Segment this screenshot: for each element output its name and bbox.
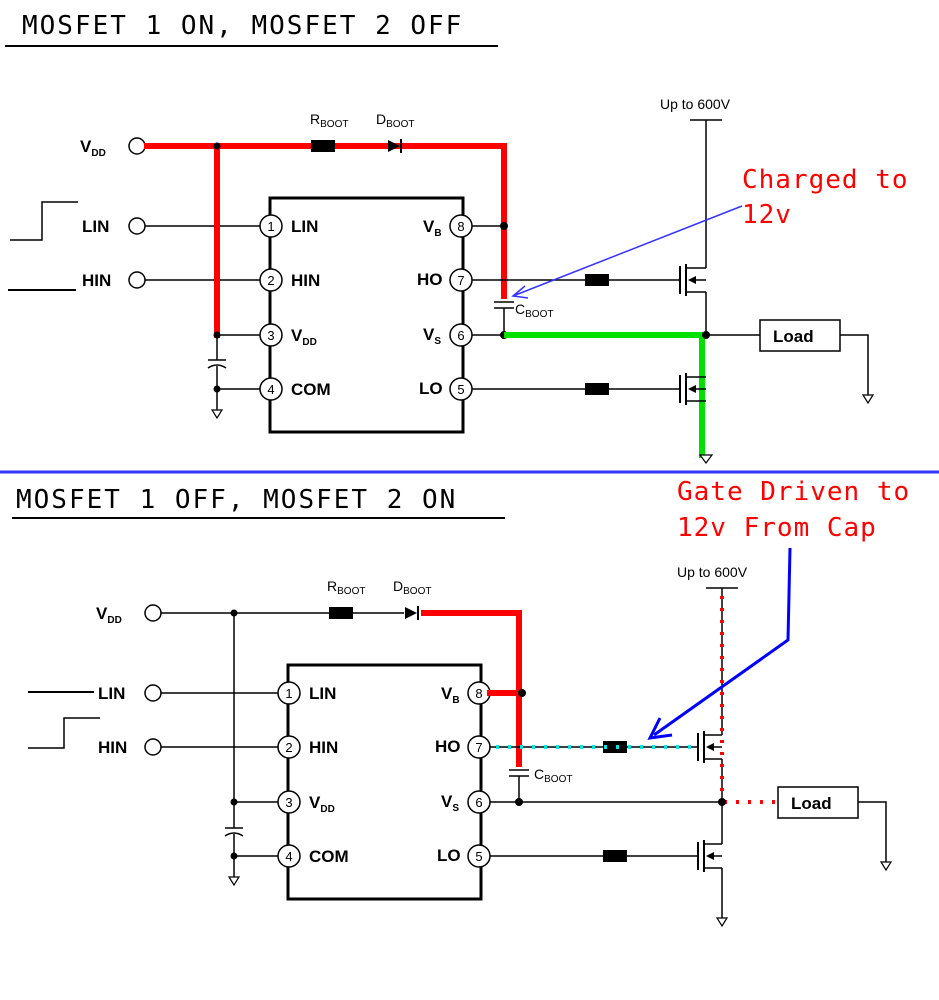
svg-text:COM: COM [309, 847, 349, 866]
svg-text:5: 5 [475, 849, 482, 864]
svg-text:2: 2 [285, 740, 292, 755]
svg-text:7: 7 [457, 273, 464, 288]
svg-text:COM: COM [291, 380, 331, 399]
svg-text:8: 8 [475, 686, 482, 701]
svg-text:LIN: LIN [98, 684, 125, 703]
bottom-supply-label: Up to 600V [677, 564, 748, 580]
svg-text:CBOOT: CBOOT [515, 301, 553, 320]
top-dboot: DBOOT [376, 111, 414, 153]
top-cboot: CBOOT [494, 301, 553, 335]
bottom-drive-path [421, 610, 522, 767]
top-supply-label: Up to 600V [660, 96, 731, 112]
bottom-panel: MOSFET 1 OFF, MOSFET 2 ON 1 LIN 2 HIN 3 … [12, 477, 910, 928]
svg-text:VB: VB [423, 217, 442, 239]
svg-text:5: 5 [457, 382, 464, 397]
svg-text:DBOOT: DBOOT [376, 111, 414, 130]
svg-text:VS: VS [423, 325, 441, 347]
svg-text:RBOOT: RBOOT [327, 578, 365, 597]
bottom-pin2: 2 HIN [277, 735, 338, 759]
svg-text:6: 6 [475, 795, 482, 810]
svg-text:7: 7 [475, 740, 482, 755]
top-rboot: RBOOT [310, 111, 348, 152]
bottom-lin-input: LIN [28, 684, 278, 703]
top-note-arrow [511, 205, 743, 299]
bottom-pin5: 5 LO [437, 844, 491, 868]
svg-text:HIN: HIN [309, 738, 338, 757]
bottom-note-line1: Gate Driven to [677, 477, 910, 507]
svg-text:Load: Load [773, 327, 814, 346]
top-pin7: 7 HO [417, 268, 473, 292]
svg-text:VB: VB [441, 684, 460, 706]
bottom-note-arrow [647, 547, 792, 740]
top-note-line1: Charged to [742, 165, 909, 195]
svg-text:1: 1 [285, 686, 292, 701]
bottom-dboot: DBOOT [393, 578, 431, 620]
bottom-ic-body [286, 663, 483, 901]
bottom-hin-input: HIN [28, 717, 278, 757]
bottom-pin1: 1 LIN [277, 681, 336, 705]
top-ic-body [268, 196, 465, 434]
top-pin8: 8 VB [423, 214, 473, 239]
top-vdd-decoupling [207, 334, 260, 420]
bottom-rboot: RBOOT [327, 578, 365, 619]
svg-text:1: 1 [267, 219, 274, 234]
bottom-pin7: 7 HO [435, 735, 491, 759]
svg-text:4: 4 [285, 849, 292, 864]
top-pin1: 1 LIN [259, 214, 318, 238]
top-pin3: 3 VDD [259, 323, 317, 348]
svg-text:HIN: HIN [98, 738, 127, 757]
svg-text:LO: LO [419, 379, 443, 398]
svg-text:Load: Load [791, 794, 832, 813]
svg-text:DBOOT: DBOOT [393, 578, 431, 597]
top-mosfet-high [679, 120, 707, 335]
bottom-note-line2: 12v From Cap [677, 513, 877, 543]
bottom-cboot: CBOOT [509, 766, 572, 802]
svg-text:VDD: VDD [291, 326, 317, 348]
svg-text:LIN: LIN [291, 217, 318, 236]
svg-text:VDD: VDD [96, 604, 122, 626]
top-vdd-input: VDD [80, 137, 146, 159]
top-pin5: 5 LO [419, 377, 473, 401]
svg-text:2: 2 [267, 273, 274, 288]
svg-text:CBOOT: CBOOT [534, 766, 572, 785]
svg-text:VDD: VDD [309, 793, 335, 815]
top-pin2: 2 HIN [259, 268, 320, 292]
bottom-vdd-decoupling [224, 609, 278, 887]
svg-text:8: 8 [457, 219, 464, 234]
bottom-mosfet-low [697, 802, 723, 918]
svg-text:HIN: HIN [291, 271, 320, 290]
svg-text:RBOOT: RBOOT [310, 111, 348, 130]
top-load: Load [759, 319, 841, 352]
top-pin4: 4 COM [259, 377, 331, 401]
svg-text:LIN: LIN [309, 684, 336, 703]
svg-text:LO: LO [437, 846, 461, 865]
svg-text:HO: HO [435, 737, 461, 756]
top-lin-input: LIN [10, 201, 260, 241]
svg-text:HO: HO [417, 270, 443, 289]
bottom-pin6: 6 VS [441, 790, 491, 814]
svg-text:6: 6 [457, 328, 464, 343]
bottom-title: MOSFET 1 OFF, MOSFET 2 ON [16, 485, 457, 515]
top-title: MOSFET 1 ON, MOSFET 2 OFF [22, 11, 463, 41]
bottom-vdd-input: VDD [96, 604, 404, 626]
svg-text:3: 3 [285, 795, 292, 810]
bottom-load: Load [777, 786, 859, 819]
bottom-pin4: 4 COM [277, 844, 349, 868]
top-charge-path [144, 143, 507, 299]
svg-text:VDD: VDD [80, 137, 106, 159]
svg-text:HIN: HIN [82, 271, 111, 290]
top-panel: MOSFET 1 ON, MOSFET 2 OFF 1 LIN 2 HIN 3 … [5, 11, 909, 464]
top-mosfet-low [679, 373, 706, 405]
top-pin6: 6 VS [423, 323, 473, 347]
svg-text:LIN: LIN [82, 217, 109, 236]
top-hin-input: HIN [8, 271, 260, 291]
svg-text:4: 4 [267, 382, 274, 397]
top-note-line2: 12v [742, 200, 792, 230]
svg-text:3: 3 [267, 328, 274, 343]
top-return-path [504, 332, 705, 458]
svg-text:VS: VS [441, 792, 459, 814]
